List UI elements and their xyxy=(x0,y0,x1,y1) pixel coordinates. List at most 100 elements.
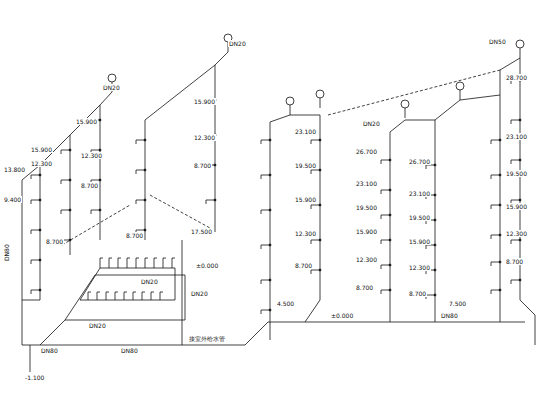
joint xyxy=(499,261,501,263)
joint xyxy=(269,244,271,246)
fixture-stub xyxy=(136,258,139,268)
branch-stub xyxy=(61,210,70,214)
elevation-label: 12.300 xyxy=(505,230,528,237)
elevation-label: 15.900 xyxy=(355,228,378,235)
joint xyxy=(499,289,501,291)
joint xyxy=(69,239,71,241)
fixture-stub xyxy=(97,292,100,300)
branch-stub xyxy=(261,140,270,144)
joint xyxy=(39,259,41,261)
fixture-stub xyxy=(118,258,121,268)
joint xyxy=(99,149,101,151)
elevation-label: 13.800 xyxy=(3,166,26,173)
joint xyxy=(269,139,271,141)
branch-stub xyxy=(261,310,270,314)
elevation-label: 接室外给水管 xyxy=(188,335,226,342)
branch-stub xyxy=(61,180,70,184)
elevation-label: 12.300 xyxy=(30,160,53,167)
leader xyxy=(290,105,291,115)
joint xyxy=(144,139,146,141)
joint xyxy=(434,219,436,221)
riser xyxy=(40,135,70,255)
joint xyxy=(434,194,436,196)
dashed-tie xyxy=(328,70,500,115)
elevation-label: ±0.000 xyxy=(195,262,219,269)
elevation-label: 8.700 xyxy=(125,232,144,239)
joint xyxy=(389,264,391,266)
leader xyxy=(520,48,521,58)
leader xyxy=(320,98,321,108)
riser xyxy=(22,165,40,300)
elevation-label: 12.300 xyxy=(193,134,216,141)
branch-stub xyxy=(311,170,320,174)
elevation-label: 12.300 xyxy=(294,230,317,237)
pipe-size: DN20 xyxy=(362,120,381,127)
riser xyxy=(145,120,146,240)
fixture-loop xyxy=(65,275,185,320)
joint xyxy=(434,164,436,166)
riser-tag xyxy=(108,74,116,82)
elevation-label: 8.700 xyxy=(45,238,64,245)
joint xyxy=(389,214,391,216)
branch-stub xyxy=(91,210,100,214)
joint xyxy=(519,119,521,121)
joint xyxy=(499,234,501,236)
joint xyxy=(99,179,101,181)
leader xyxy=(405,108,406,118)
elevation-label: 15.900 xyxy=(408,238,431,245)
fixture-stub xyxy=(172,258,175,268)
branch-stub xyxy=(491,262,500,266)
branch-stub xyxy=(261,210,270,214)
elevation-label: 26.700 xyxy=(408,158,431,165)
pipe-size: DN20 xyxy=(88,322,107,329)
pipe-size: DN20 xyxy=(102,84,121,91)
pipe-size: DN80 xyxy=(3,243,10,262)
fixture-stub xyxy=(88,292,91,300)
riser xyxy=(270,122,271,340)
pipe xyxy=(100,92,112,105)
joint xyxy=(144,229,146,231)
fixture-stub xyxy=(145,258,148,268)
joint xyxy=(39,289,41,291)
branch-stub xyxy=(311,270,320,274)
fixture-loop xyxy=(80,268,175,300)
dashed-tie xyxy=(62,205,130,245)
elevation-label: 23.100 xyxy=(355,180,378,187)
joint xyxy=(319,269,321,271)
branch-stub xyxy=(31,230,40,234)
joint xyxy=(39,174,41,176)
fixture-stub xyxy=(154,258,157,268)
branch-stub xyxy=(491,175,500,179)
riser-tag xyxy=(456,82,464,90)
pipe xyxy=(520,300,535,345)
joint xyxy=(519,159,521,161)
branch-stub xyxy=(136,140,145,144)
branch-stub xyxy=(136,170,145,174)
joint xyxy=(499,139,501,141)
joint xyxy=(214,164,216,166)
pipe xyxy=(182,240,183,345)
elevation-label: 15.900 xyxy=(193,98,216,105)
branch-stub xyxy=(511,240,520,244)
fixture-stub xyxy=(133,292,136,300)
fixture-stub xyxy=(163,258,166,268)
joint xyxy=(519,199,521,201)
elevation-label: 8.700 xyxy=(505,258,524,265)
joint xyxy=(519,279,521,281)
elevation-label: 23.100 xyxy=(294,128,317,135)
joint xyxy=(69,209,71,211)
riser-tag xyxy=(286,97,294,105)
riser-tag xyxy=(316,90,324,98)
branch-stub xyxy=(381,290,390,294)
pipe-size: DN80 xyxy=(120,347,139,354)
elevation-label: 15.900 xyxy=(30,146,53,153)
joint xyxy=(39,229,41,231)
branch-stub xyxy=(31,260,40,264)
riser xyxy=(390,120,435,322)
fixture-stub xyxy=(115,292,118,300)
branch-stub xyxy=(206,200,215,204)
pipe-size: DN20 xyxy=(140,278,159,285)
riser xyxy=(435,95,500,322)
branch-stub xyxy=(381,265,390,269)
